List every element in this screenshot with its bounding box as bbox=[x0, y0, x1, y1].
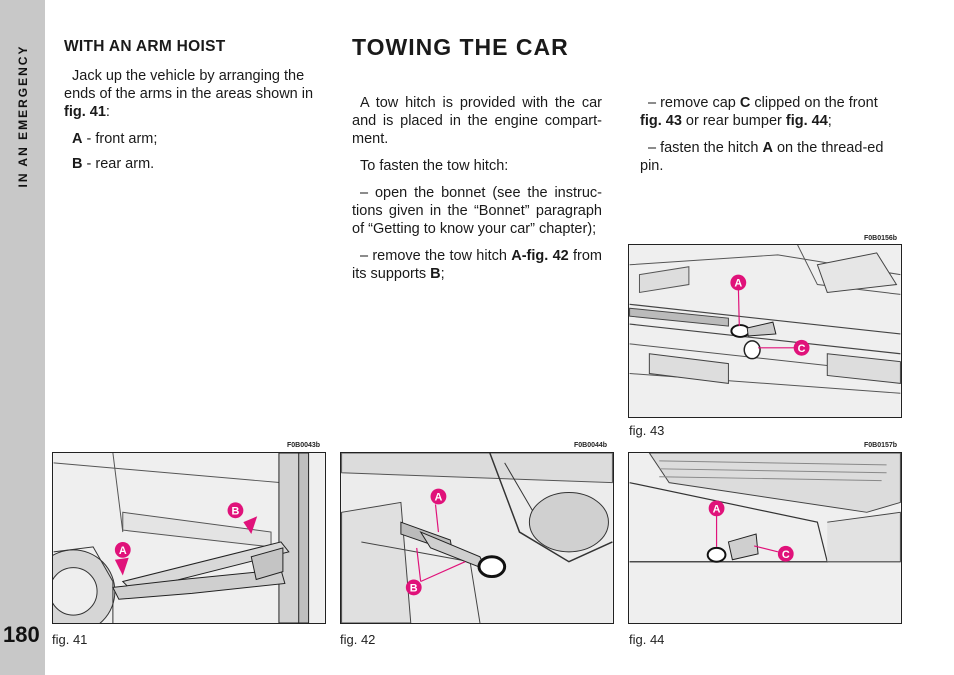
rear-arm-item: B - rear arm. bbox=[72, 156, 155, 172]
front-arm-item: A - front arm; bbox=[72, 131, 158, 147]
fig44-callout-c: C bbox=[782, 549, 790, 561]
fig42-engine-bay-illustration: A B bbox=[340, 452, 614, 624]
fig42-callout-a: A bbox=[435, 491, 443, 503]
fig41-code: F0B0043b bbox=[287, 442, 321, 449]
left-column: Jack up the vehicle by arranging the end… bbox=[64, 67, 316, 182]
arm-hoist-heading: WITH AN ARM HOIST bbox=[64, 38, 226, 55]
fig41-drawing: B A bbox=[53, 453, 325, 623]
remove-cap-para: – remove cap C clipped on the front fig.… bbox=[640, 95, 878, 129]
section-sidebar: IN AN EMERGENCY 180 bbox=[0, 0, 45, 675]
towing-para-1: A tow hitch is provided with the car and… bbox=[352, 95, 602, 147]
fig43-callout-c: C bbox=[798, 343, 806, 355]
fig41-callout-a: A bbox=[119, 545, 127, 557]
fig43-drawing: A C bbox=[629, 245, 901, 417]
page-number: 180 bbox=[3, 622, 40, 647]
fig44-rear-bumper-illustration: A C bbox=[628, 452, 902, 624]
fasten-hitch-para: – fasten the hitch A on the thread-ed pi… bbox=[640, 140, 884, 174]
towing-para-4: – remove the tow hitch A-fig. 42 from it… bbox=[352, 248, 602, 282]
arm-hoist-intro: Jack up the vehicle by arranging the end… bbox=[64, 68, 314, 120]
right-column: – remove cap C clipped on the front fig.… bbox=[640, 94, 892, 184]
fig42-callout-b: B bbox=[410, 582, 418, 594]
section-label: IN AN EMERGENCY bbox=[16, 44, 30, 188]
fig44-code: F0B0157b bbox=[864, 442, 898, 449]
middle-column: A tow hitch is provided with the car and… bbox=[352, 94, 602, 292]
page-title: TOWING THE CAR bbox=[352, 34, 569, 60]
towing-para-3: – open the bonnet (see the instruc-tions… bbox=[352, 185, 602, 237]
fig42-caption: fig. 42 bbox=[340, 632, 376, 647]
fig42-code: F0B0044b bbox=[574, 442, 608, 449]
fig44-caption: fig. 44 bbox=[629, 632, 665, 647]
fig44-drawing: A C bbox=[629, 453, 901, 623]
fig43-caption: fig. 43 bbox=[629, 423, 665, 438]
fig42-drawing: A B bbox=[341, 453, 613, 623]
fig43-front-bumper-illustration: A C bbox=[628, 244, 902, 418]
fig43-code: F0B0156b bbox=[864, 235, 898, 242]
fig41-arm-hoist-illustration: B A bbox=[52, 452, 326, 624]
fig43-callout-a: A bbox=[734, 278, 742, 290]
fig41-callout-b: B bbox=[232, 505, 240, 517]
fig41-caption: fig. 41 bbox=[52, 632, 88, 647]
towing-para-2: To fasten the tow hitch: bbox=[360, 158, 509, 174]
fig44-callout-a: A bbox=[713, 503, 721, 515]
